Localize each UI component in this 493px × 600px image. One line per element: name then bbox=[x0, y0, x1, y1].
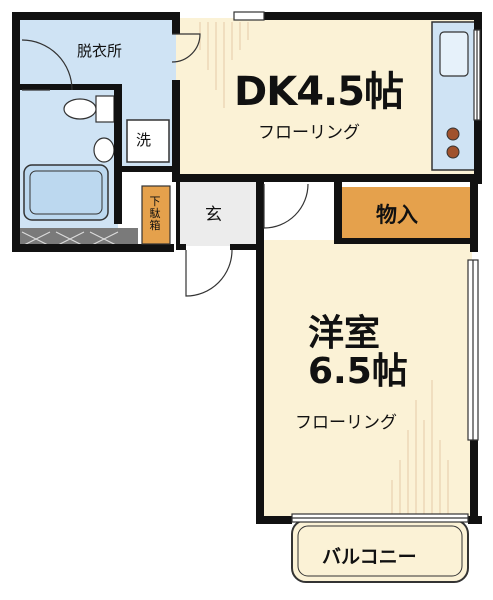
toilet-bowl bbox=[63, 98, 97, 120]
bathtub-inner bbox=[29, 170, 103, 215]
dk-floor bbox=[176, 18, 480, 180]
monoire-closet bbox=[340, 187, 472, 239]
yoshitsu-floor-type: フローリング bbox=[295, 413, 397, 433]
washing-machine-pan bbox=[126, 119, 170, 163]
sentaku-label: 洗 bbox=[136, 131, 152, 149]
dk-floor-type: フローリング bbox=[258, 123, 360, 143]
bathtub bbox=[23, 164, 109, 221]
stove-burner-2 bbox=[446, 145, 460, 159]
genkan-floor bbox=[176, 182, 256, 246]
monoire-label: 物入 bbox=[376, 203, 418, 227]
yoshitsu-floor bbox=[262, 240, 472, 518]
stove-burner-1 bbox=[446, 127, 460, 141]
genkan-label: 玄 bbox=[205, 205, 222, 225]
geta-bako-label: 下駄箱 bbox=[149, 195, 161, 233]
geta-bako-box bbox=[141, 185, 171, 245]
balcony-inner bbox=[297, 525, 463, 577]
stair-hatch bbox=[21, 231, 119, 247]
window-light-rays bbox=[199, 22, 449, 515]
balcony-label: バルコニー bbox=[322, 546, 417, 568]
windows bbox=[233, 11, 481, 523]
datsuijo-label: 脱衣所 bbox=[77, 42, 123, 60]
kitchen-sink bbox=[439, 31, 469, 77]
washbasin bbox=[93, 137, 115, 163]
genkan-step bbox=[176, 182, 180, 246]
yoshitsu-title-line1: 洋室 bbox=[308, 313, 381, 354]
door-swings bbox=[21, 33, 309, 297]
yoshitsu-title-line2: 6.5帖 bbox=[308, 350, 408, 392]
toilet-tank bbox=[95, 95, 115, 123]
dk-title: DK4.5帖 bbox=[234, 69, 404, 115]
datsuijo-floor bbox=[18, 18, 176, 88]
yoshitsu-title: 洋室 6.5帖 bbox=[308, 315, 408, 391]
